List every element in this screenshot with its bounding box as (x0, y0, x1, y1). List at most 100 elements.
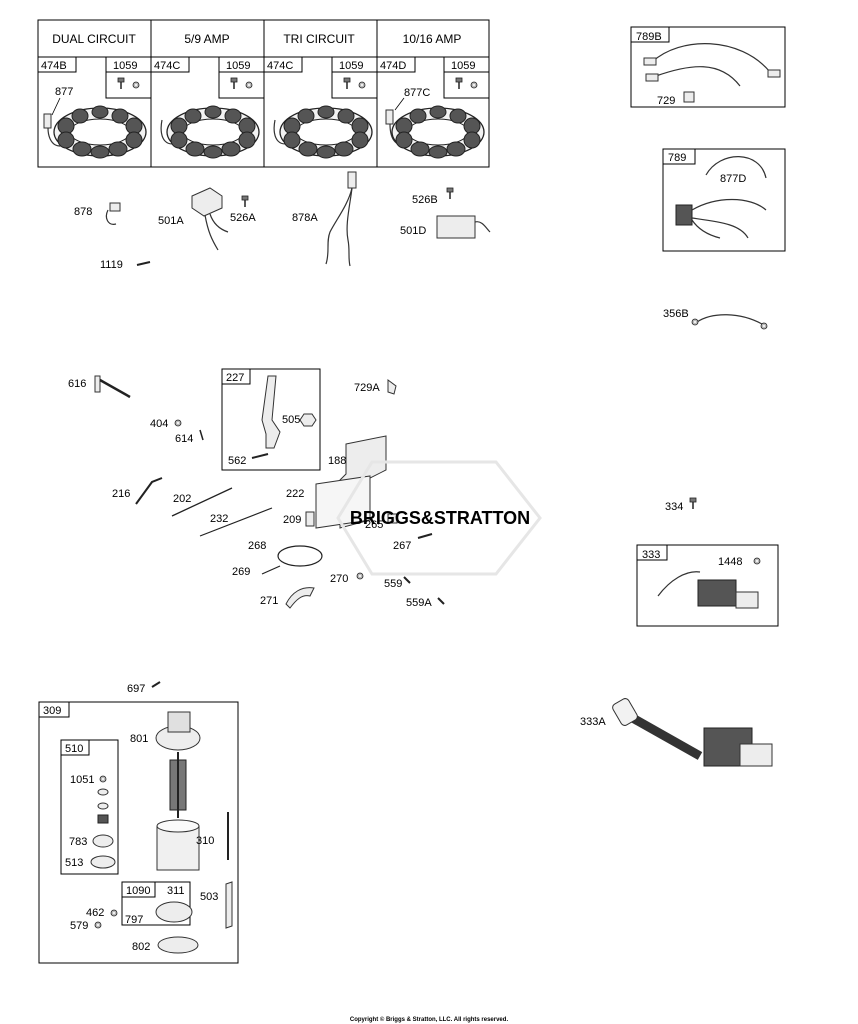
nut-icon (387, 513, 398, 524)
stator-icon (391, 105, 485, 159)
callout-334: 334 (665, 501, 683, 513)
kit-789b-label: 789B (636, 31, 662, 43)
end-plate-icon (157, 936, 199, 954)
lever-icon (261, 375, 281, 449)
callout-404: 404 (150, 418, 168, 430)
callout-579: 579 (70, 920, 88, 932)
callout-783: 783 (69, 836, 87, 848)
drive-icon (90, 855, 116, 869)
regulator-icon (191, 187, 223, 217)
callout-333a: 333A (580, 716, 606, 728)
kit-789-box (662, 148, 786, 252)
callout-729: 729 (657, 95, 675, 107)
screw-icon (230, 77, 238, 90)
housing-icon (156, 825, 200, 871)
screw-icon (151, 681, 161, 688)
kit-510-label: 510 (65, 743, 83, 755)
clip-icon (683, 91, 695, 103)
screw-icon (437, 597, 445, 605)
callout-356b: 356B (663, 308, 689, 320)
spring-link-icon (135, 477, 163, 505)
callout-801: 801 (130, 733, 148, 745)
callout-562: 562 (228, 455, 246, 467)
callout-729a: 729A (354, 382, 380, 394)
washer-icon (132, 81, 140, 89)
kit-510-box (60, 739, 119, 875)
callout-270: 270 (330, 573, 348, 585)
ignition-coil-icon (697, 579, 737, 607)
lever-icon (285, 587, 315, 609)
screw-icon (241, 195, 249, 208)
screw-icon (117, 77, 125, 90)
kit-1090-box (121, 881, 191, 926)
callout-268: 268 (248, 540, 266, 552)
stator-icon (279, 105, 373, 159)
lead-877c-label: 877C (404, 87, 430, 99)
washer-icon (358, 81, 366, 89)
callout-878a: 878A (292, 212, 318, 224)
screw-icon (251, 453, 269, 459)
callout-267: 267 (393, 540, 411, 552)
wire-harness-icon (705, 156, 767, 179)
watermark-text: BRIGGS&STRATTON (350, 508, 530, 528)
table-header-10-16-amp: 10/16 AMP (403, 32, 462, 46)
screw-icon (455, 77, 463, 90)
callout-271: 271 (260, 595, 278, 607)
screw-1059-label: 1059 (113, 60, 137, 72)
callout-526b: 526B (412, 194, 438, 206)
callout-265: 265 (365, 519, 383, 531)
screw-icon (446, 187, 454, 200)
kit-309-label: 309 (43, 705, 61, 717)
callout-202: 202 (173, 493, 191, 505)
washer-icon (174, 419, 182, 427)
connector-icon (675, 204, 693, 226)
spark-plug-wire-icon (657, 571, 701, 597)
table-header-dual-circuit: DUAL CIRCUIT (52, 32, 136, 46)
kit-789b-box (630, 26, 786, 108)
callout-503: 503 (200, 891, 218, 903)
connector-icon (43, 113, 52, 129)
callout-501d: 501D (400, 225, 426, 237)
stator-474b-label: 474B (41, 60, 67, 72)
screw-icon (689, 497, 697, 510)
stator-icon (53, 105, 147, 159)
brush-holder-icon (155, 901, 193, 923)
clip-icon (387, 379, 397, 395)
washer-icon (470, 81, 478, 89)
stator-474d-label: 474D (380, 60, 406, 72)
kit-227-label: 227 (226, 372, 244, 384)
callout-877d: 877D (720, 173, 746, 185)
callout-797: 797 (125, 914, 143, 926)
pin-icon (199, 429, 204, 441)
callout-1448: 1448 (718, 556, 742, 568)
regulator-icon (436, 215, 476, 239)
callout-559a: 559A (406, 597, 432, 609)
screw-1059-label: 1059 (451, 60, 475, 72)
controls-section: 616 404 614 227 505 562 729A 188 216 202… (68, 368, 542, 609)
watermark-logo (336, 460, 542, 576)
cable-icon (277, 545, 323, 567)
callout-310: 310 (196, 835, 214, 847)
right-column: 789B 729 789 877D 356B 334 333 1448 333A (580, 26, 786, 767)
spring-icon (97, 814, 109, 824)
stator-icon (166, 105, 260, 159)
washer-icon (110, 909, 118, 917)
callout-209: 209 (283, 514, 301, 526)
washer-icon (753, 557, 761, 565)
callout-232: 232 (210, 513, 228, 525)
callout-526a: 526A (230, 212, 256, 224)
rod-icon (99, 378, 131, 399)
callout-222: 222 (286, 488, 304, 500)
ground-wire-icon (696, 314, 763, 325)
kit-333-label: 333 (642, 549, 660, 561)
callout-1119: 1119 (100, 259, 123, 271)
kit-227-box (221, 368, 321, 471)
bolt-icon (136, 261, 151, 266)
copyright-text: Copyright © Briggs & Stratton, LLC. All … (350, 1016, 509, 1023)
callout-501a: 501A (158, 215, 184, 227)
kit-789-label: 789 (668, 152, 686, 164)
washer-icon (245, 81, 253, 89)
callout-616: 616 (68, 378, 86, 390)
spring-icon (199, 507, 273, 537)
